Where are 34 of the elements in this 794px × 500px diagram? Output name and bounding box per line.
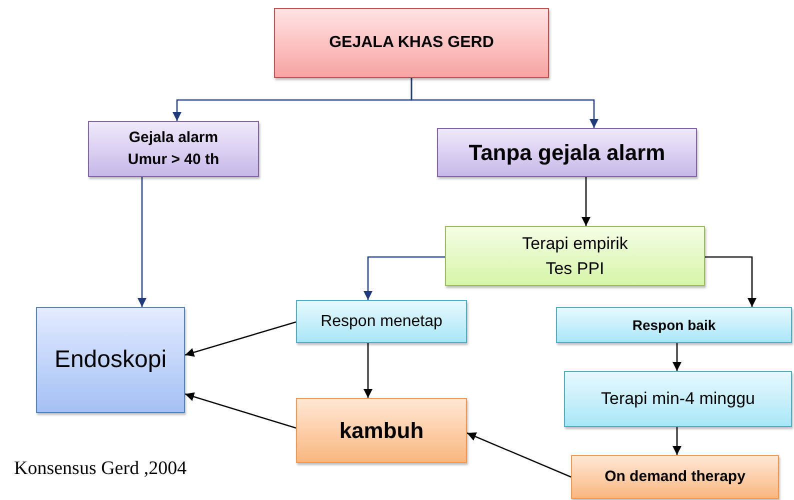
process-box <box>437 128 697 177</box>
arrow <box>705 256 756 307</box>
node-text: Terapi empirik <box>522 232 628 254</box>
source-note: Konsensus Gerd ,2004 <box>14 457 187 481</box>
process-box <box>296 398 467 463</box>
process-box <box>88 121 259 177</box>
node-text: Tes PPI <box>546 258 604 280</box>
node-text: On demand therapy <box>604 466 746 487</box>
process-box <box>296 300 467 343</box>
arrow <box>364 343 372 398</box>
process-box <box>36 307 185 413</box>
arrow <box>582 177 590 226</box>
node-text: Endoskopi <box>54 345 167 375</box>
node-text: GEJALA KHAS GERD <box>329 33 494 53</box>
node-text: Gejala alarm <box>128 128 218 148</box>
arrow <box>184 392 296 429</box>
process-box <box>445 226 705 286</box>
node-text: Terapi min-4 minggu <box>600 388 755 410</box>
arrow <box>364 256 445 300</box>
arrow <box>672 427 682 455</box>
node-text: kambuh <box>339 417 424 445</box>
arrow <box>466 432 572 478</box>
arrow <box>184 321 296 357</box>
node-text: Respon menetap <box>320 312 442 332</box>
process-box <box>564 371 792 427</box>
title-box <box>274 8 549 78</box>
node-text: Respon baik <box>632 316 716 335</box>
process-box <box>556 307 792 343</box>
arrow <box>410 78 598 128</box>
node-text: Umur > 40 th <box>128 150 220 170</box>
arrow <box>138 177 146 307</box>
node-text: Tanpa gejala alarm <box>468 139 666 167</box>
process-box <box>571 455 779 499</box>
arrow <box>672 343 682 371</box>
